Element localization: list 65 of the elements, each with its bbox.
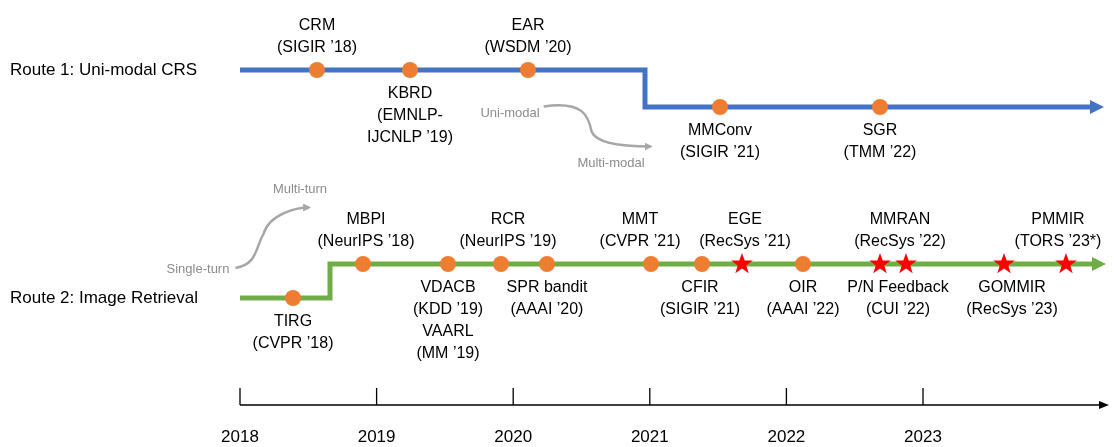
year-label: 2021 xyxy=(630,427,669,447)
milestone-dot xyxy=(309,62,325,78)
paper-name: SGR xyxy=(861,120,899,140)
milestone-dot xyxy=(520,62,536,78)
venue-label: (RecSys ’22) xyxy=(854,231,946,251)
venue-label: (KDD ’19) xyxy=(412,299,484,319)
venue-label: (CVPR ’18) xyxy=(252,333,334,353)
venue-label: (CUI ’22) xyxy=(865,299,931,319)
transition-arrow xyxy=(543,104,653,151)
paper-name: KBRD xyxy=(386,83,434,103)
milestone-dot xyxy=(355,256,371,272)
milestone-dot xyxy=(539,256,555,272)
year-label: 2019 xyxy=(357,427,396,447)
transition-label: Multi-turn xyxy=(272,180,328,196)
milestone-dot xyxy=(795,256,811,272)
venue-label: (SIGIR ’21) xyxy=(680,142,760,162)
milestone-dot xyxy=(440,256,456,272)
transition-label: Multi-modal xyxy=(577,154,645,170)
paper-name: OIR xyxy=(787,277,819,297)
venue-label: (NeurIPS ’19) xyxy=(459,231,557,251)
venue-label: (CVPR ’21) xyxy=(599,231,681,251)
year-label: 2022 xyxy=(767,427,806,447)
milestone-dot xyxy=(402,62,418,78)
venue-label: (TORS ’23*) xyxy=(1014,231,1102,251)
paper-name: MMT xyxy=(620,209,660,229)
paper-name: CFIR xyxy=(680,277,720,297)
venue-label: (SIGIR ’18) xyxy=(277,37,357,57)
venue-label: (AAAI ’22) xyxy=(766,299,840,319)
year-label: 2020 xyxy=(494,427,533,447)
paper-name: EGE xyxy=(727,209,763,229)
paper-name: MMRAN xyxy=(868,209,932,229)
venue-label: (NeurIPS ’18) xyxy=(317,231,415,251)
route-label: Route 1: Uni-modal CRS xyxy=(10,60,198,80)
paper-name: TIRG xyxy=(272,311,314,331)
venue-label: (EMNLP- IJCNLP ’19) xyxy=(366,105,454,147)
route-label: Route 2: Image Retrieval xyxy=(10,288,199,308)
paper-name: RCR xyxy=(489,209,527,229)
year-label: 2018 xyxy=(221,427,259,447)
venue-label: (RecSys ’21) xyxy=(699,231,791,251)
milestone-dot xyxy=(643,256,659,272)
venue-label: (AAAI ’20) xyxy=(509,299,585,319)
paper-name: VAARL xyxy=(421,321,475,341)
paper-name: VDACB xyxy=(419,277,477,297)
year-label: 2023 xyxy=(904,427,942,447)
venue-label: (WSDM ’20) xyxy=(484,37,572,57)
paper-name: EAR xyxy=(510,15,546,35)
paper-name: PMMIR xyxy=(1030,209,1086,229)
transition-arrow xyxy=(235,203,312,270)
venue-label: (MM ’19) xyxy=(415,343,481,363)
paper-name: MBPI xyxy=(345,209,387,229)
milestone-dot xyxy=(872,99,888,115)
transition-label: Single-turn xyxy=(166,260,230,276)
paper-name: CRM xyxy=(297,15,337,35)
paper-name: MMConv xyxy=(687,120,753,140)
transition-label: Uni-modal xyxy=(480,104,540,120)
venue-label: (RecSys ’23) xyxy=(966,299,1058,319)
paper-name: GOMMIR xyxy=(977,277,1047,297)
milestone-dot xyxy=(493,256,509,272)
milestone-dot xyxy=(712,99,728,115)
paper-name: SPR bandit xyxy=(506,277,588,297)
venue-label: (TMM ’22) xyxy=(843,142,917,162)
paper-name: P/N Feedback xyxy=(847,277,949,297)
milestone-dot xyxy=(694,256,710,272)
venue-label: (SIGIR ’21) xyxy=(660,299,740,319)
milestone-dot xyxy=(285,290,301,306)
